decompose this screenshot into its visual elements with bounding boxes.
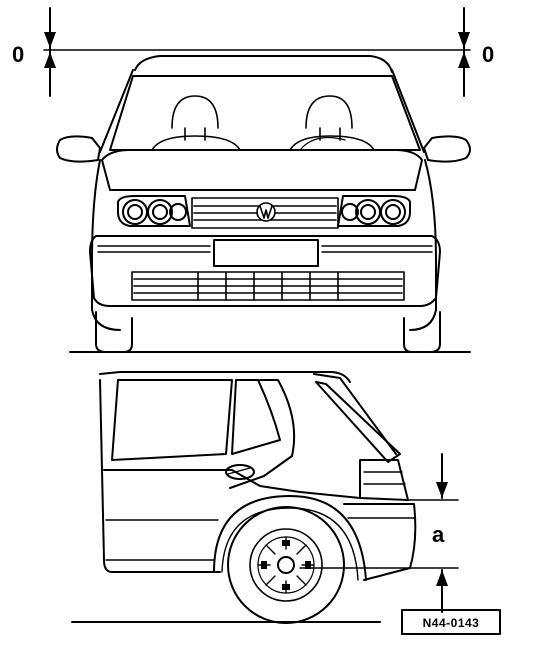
- a-pillar-left: [99, 69, 134, 153]
- headlight-left: [117, 195, 191, 227]
- lower-grille: [131, 271, 405, 301]
- grille: [191, 197, 339, 229]
- front-wheel-left: [95, 311, 133, 353]
- body-side-left: [91, 159, 121, 331]
- fuel-door: [225, 464, 255, 480]
- mirror-right: [423, 135, 471, 163]
- datum-marker-left: [44, 7, 56, 97]
- rear-bumper: [343, 503, 417, 581]
- roof-outline: [134, 55, 393, 73]
- roof-line: [99, 371, 351, 383]
- datum-label-right: 0: [482, 42, 494, 67]
- rear-door-window: [111, 379, 233, 461]
- front-bumper: [89, 235, 441, 307]
- rear-side-view: a N44-0143: [71, 371, 501, 635]
- seat-left: [151, 95, 241, 151]
- headlight-right: [337, 195, 411, 227]
- reference-code: N44-0143: [423, 616, 480, 630]
- rear-window: [315, 381, 401, 463]
- rear-wheel: [227, 506, 345, 624]
- dimension-label-a: a: [432, 522, 445, 547]
- tail-light: [359, 459, 409, 501]
- datum-label-left: 0: [12, 42, 24, 67]
- wheel-arch: [213, 495, 367, 581]
- front-wheel-right: [403, 311, 441, 353]
- front-view: 0 0: [12, 7, 494, 353]
- dimension-a-marker: [299, 453, 459, 613]
- c-pillar: [229, 379, 296, 489]
- hood: [101, 149, 423, 191]
- quarter-window: [231, 379, 281, 455]
- body-side-right: [409, 159, 437, 331]
- reference-code-box: [401, 609, 501, 635]
- a-pillar-right: [391, 69, 425, 153]
- rear-spoiler: [313, 373, 397, 455]
- body-crease: [103, 469, 361, 499]
- seat-right: [289, 95, 375, 151]
- datum-marker-right: [458, 7, 470, 97]
- body-side: [99, 379, 221, 573]
- license-plate: [213, 239, 319, 267]
- windshield: [109, 75, 421, 151]
- mirror-left: [56, 135, 101, 163]
